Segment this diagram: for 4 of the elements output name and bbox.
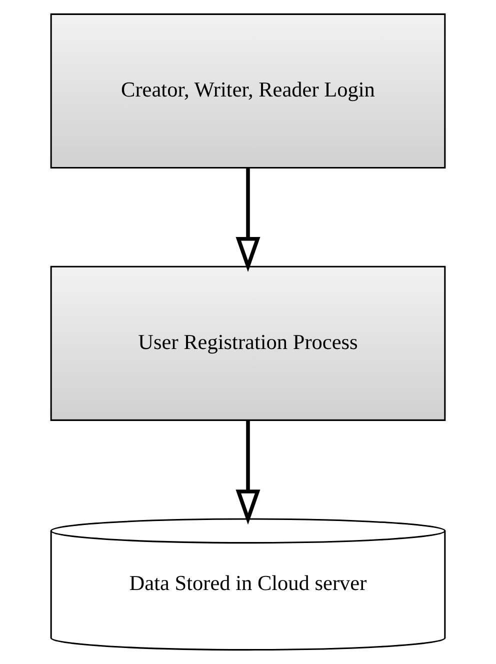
node-box: User Registration Process — [50, 266, 446, 421]
arrow — [236, 420, 260, 525]
node-box: Creator, Writer, Reader Login — [50, 13, 446, 169]
arrow — [236, 168, 260, 272]
